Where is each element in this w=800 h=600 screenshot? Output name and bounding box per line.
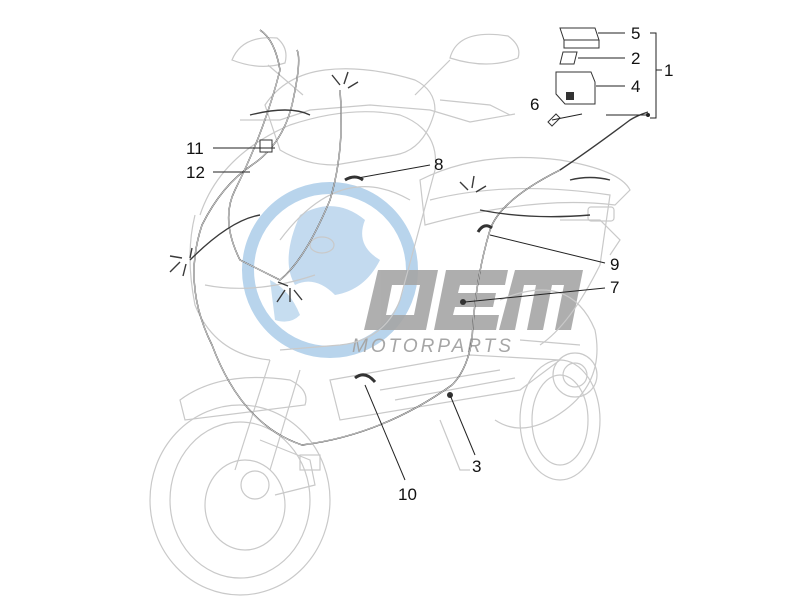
front-fender [179,376,307,421]
callout-3: 3 [472,457,481,476]
callout-7: 7 [610,278,619,297]
relay-cover-part [559,27,600,49]
handlebar [240,104,516,123]
clip-part [259,139,273,153]
watermark: MOTORPARTS [242,182,583,358]
rear-wheel [519,359,601,481]
callout-11: 11 [186,139,204,158]
callout-10: 10 [398,485,417,504]
clamp-8-part [344,175,364,182]
seat [419,156,631,226]
callout-8: 8 [434,155,443,174]
leader-lines [213,32,662,481]
clamp-9-part [476,224,493,233]
front-wheel [149,404,331,596]
callout-12: 12 [186,163,205,182]
wiring-harness [169,29,649,446]
watermark-subtitle: MOTORPARTS [352,336,514,357]
clamp-10-part [354,373,377,383]
left-mirror [231,37,287,67]
callout-labels: 5 2 4 1 6 11 12 8 9 7 3 10 [186,24,673,504]
watermark-logo [364,270,583,330]
front-fork [234,359,271,471]
fuse-part [559,51,578,65]
callout-9: 9 [610,255,619,274]
callout-4: 4 [631,77,640,96]
callout-2: 2 [631,49,640,68]
right-mirror [449,33,520,65]
callout-5: 5 [631,24,640,43]
callout-1: 1 [664,61,673,80]
front-shield [264,68,436,166]
floorboard [329,354,562,421]
small-parts [259,27,600,398]
callout-6: 6 [530,95,539,114]
relay-box-part [555,71,596,105]
connector-7-part [460,299,466,305]
